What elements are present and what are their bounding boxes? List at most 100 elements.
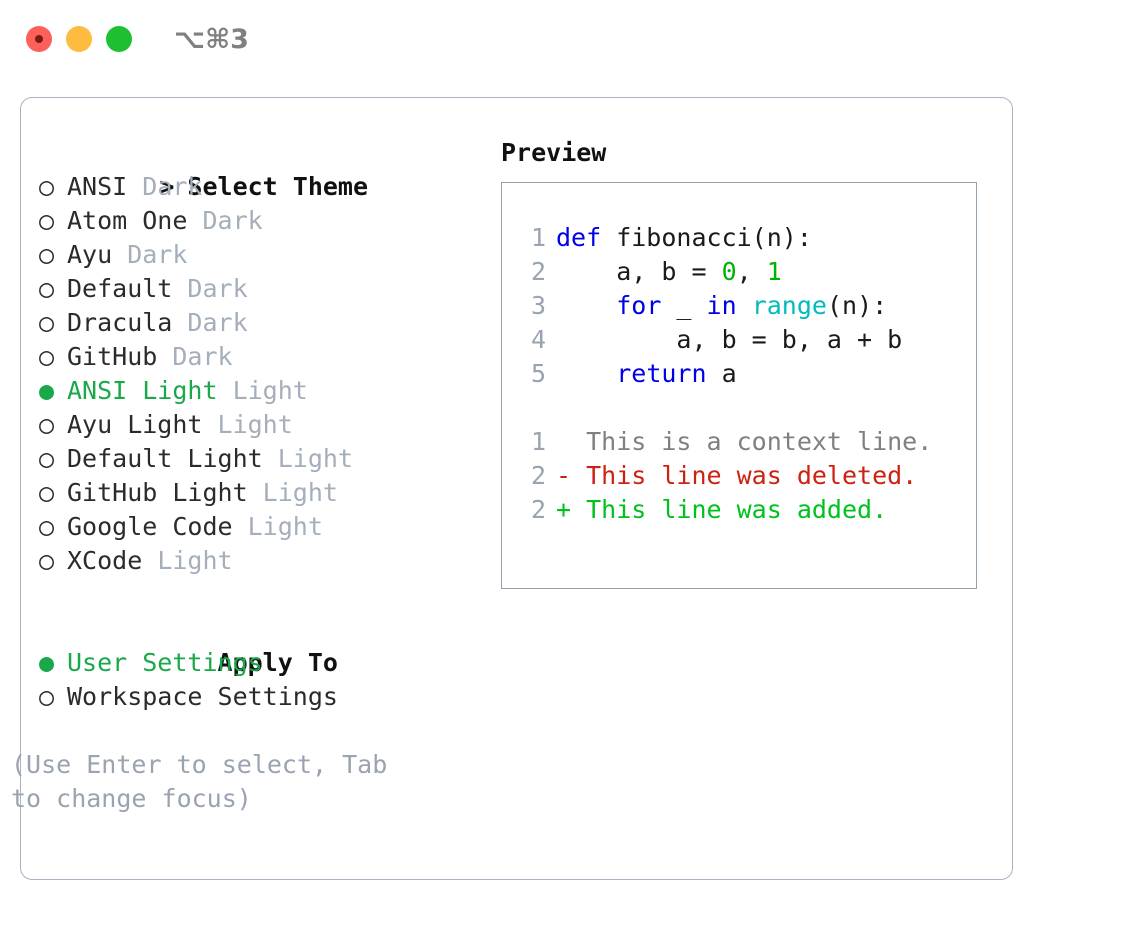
- theme-option-label: Default Light: [67, 444, 263, 473]
- apply-to-section: Apply To ● User Settings ○Workspace Settin…: [39, 612, 489, 714]
- theme-option-label: Ayu: [67, 240, 113, 269]
- main-panel: > Select Theme ○ ANSI Dark ○ Atom One Dark ○ A…: [11, 97, 1013, 880]
- radio-unselected-icon: ○: [39, 546, 55, 575]
- code-token-txt: (n):: [826, 291, 888, 320]
- radio-selected-icon: ●: [39, 376, 55, 405]
- theme-option-variant: Light: [217, 376, 308, 405]
- radio-unselected-icon: ○: [39, 308, 55, 337]
- radio-unselected-icon: ○: [39, 206, 55, 235]
- code-line-2: 3 for _ in range(n):: [502, 289, 976, 323]
- code-token-kw: in: [706, 291, 737, 320]
- theme-option-label: Atom One: [67, 206, 188, 235]
- radio-unselected-icon: ○: [39, 274, 55, 303]
- theme-option-10[interactable]: ○Google Code Light: [39, 510, 489, 544]
- theme-option-8[interactable]: ○ Default Light Light: [39, 442, 489, 476]
- code-line-4: 5 return a: [502, 357, 976, 391]
- select-theme-header: > Select Theme: [39, 136, 489, 201]
- theme-option-5[interactable]: ○GitHub Dark: [39, 340, 489, 374]
- line-number: 5: [530, 359, 546, 388]
- code-token-txt: ,: [736, 257, 767, 286]
- theme-option-0[interactable]: ○ ANSI Dark: [39, 170, 489, 204]
- diff-line-0: 1 This is a context line.: [502, 425, 976, 459]
- theme-option-label: ANSI: [67, 172, 128, 201]
- keyboard-shortcut-label: ⌥⌘3: [174, 23, 249, 55]
- code-token-txt: _: [661, 291, 707, 320]
- maximize-button[interactable]: [106, 26, 132, 52]
- line-number: 2: [530, 495, 546, 524]
- code-token-kw: return: [616, 359, 707, 388]
- theme-option-variant: Dark: [112, 240, 188, 269]
- code-token-kw: def: [556, 223, 602, 252]
- theme-option-variant: Dark: [127, 172, 203, 201]
- code-token-txt: a, b = b, a + b: [556, 325, 903, 354]
- diff-text-del: - This line was deleted.: [556, 461, 918, 490]
- code-token-txt: a, b =: [556, 257, 722, 286]
- theme-option-2[interactable]: ○ Ayu Dark: [39, 238, 489, 272]
- code-token-fn: range: [751, 291, 827, 320]
- theme-option-label: GitHub: [67, 342, 158, 371]
- code-line-1: 2 a, b = 0, 1: [502, 255, 976, 289]
- theme-option-variant: Light: [202, 410, 293, 439]
- apply-to-list: ● User Settings ○Workspace Settings: [39, 646, 489, 714]
- theme-option-label: Ayu Light: [67, 410, 203, 439]
- code-token-txt: [556, 291, 616, 320]
- line-number: 2: [530, 461, 546, 490]
- code-token-kw: for: [616, 291, 662, 320]
- line-number: 1: [530, 427, 546, 456]
- theme-option-label: Dracula: [67, 308, 173, 337]
- diff-line-2: 2 + This line was added.: [502, 493, 976, 527]
- theme-option-variant: Light: [262, 444, 353, 473]
- apply-option-label: Workspace Settings: [67, 682, 338, 711]
- theme-option-4[interactable]: ○ Dracula Dark: [39, 306, 489, 340]
- title-bar: ⌥⌘3: [0, 0, 1140, 78]
- code-token-txt: a: [706, 359, 737, 388]
- radio-unselected-icon: ○: [39, 444, 55, 473]
- radio-unselected-icon: ○: [39, 478, 55, 507]
- theme-option-7[interactable]: ○ Ayu Light Light: [39, 408, 489, 442]
- diff-text-ctx: This is a context line.: [556, 427, 933, 456]
- apply-option-0[interactable]: ● User Settings: [39, 646, 489, 680]
- theme-option-variant: Light: [142, 546, 233, 575]
- code-token-num: 0: [721, 257, 737, 286]
- apply-option-label: User Settings: [67, 648, 263, 677]
- theme-option-label: ANSI Light: [67, 376, 218, 405]
- theme-option-label: XCode: [67, 546, 143, 575]
- diff-text-add: + This line was added.: [556, 495, 888, 524]
- minimize-button[interactable]: [66, 26, 92, 52]
- theme-option-variant: Light: [247, 478, 338, 507]
- radio-selected-icon: ●: [39, 648, 55, 677]
- theme-option-label: Default: [67, 274, 173, 303]
- apply-to-title: Apply To: [217, 648, 338, 677]
- keyboard-hint-text: (Use Enter to select, Tab to change focu…: [11, 750, 388, 813]
- theme-option-variant: Dark: [187, 206, 263, 235]
- diff-sample: 1 This is a context line.2- This line wa…: [502, 425, 976, 527]
- apply-option-1[interactable]: ○Workspace Settings: [39, 680, 489, 714]
- code-line-3: 4 a, b = b, a + b: [502, 323, 976, 357]
- radio-unselected-icon: ○: [39, 240, 55, 269]
- code-token-txt: fibonacci(n):: [601, 223, 812, 252]
- theme-option-11[interactable]: ○ XCode Light: [39, 544, 489, 578]
- theme-option-3[interactable]: ○Default Dark: [39, 272, 489, 306]
- line-number: 2: [530, 257, 546, 286]
- code-token-txt: [556, 359, 616, 388]
- apply-to-header: Apply To: [39, 612, 489, 677]
- select-theme-title: Select Theme: [187, 172, 369, 201]
- theme-option-1[interactable]: ○ Atom One Dark: [39, 204, 489, 238]
- radio-unselected-icon: ○: [39, 172, 55, 201]
- preview-title: Preview: [501, 138, 607, 167]
- theme-option-variant: Dark: [172, 308, 248, 337]
- theme-option-label: GitHub Light: [67, 478, 248, 507]
- radio-unselected-icon: ○: [39, 410, 55, 439]
- close-button[interactable]: [26, 26, 52, 52]
- theme-option-9[interactable]: ○ GitHub Light Light: [39, 476, 489, 510]
- diff-line-1: 2 - This line was deleted.: [502, 459, 976, 493]
- theme-option-label: Google Code: [67, 512, 233, 541]
- theme-list: ○ ANSI Dark ○ Atom One Dark ○ Ayu Dark ○ Defaul…: [39, 170, 489, 578]
- code-token-num: 1: [766, 257, 782, 286]
- focus-caret-icon: >: [159, 172, 175, 201]
- theme-option-6[interactable]: ● ANSI Light Light: [39, 374, 489, 408]
